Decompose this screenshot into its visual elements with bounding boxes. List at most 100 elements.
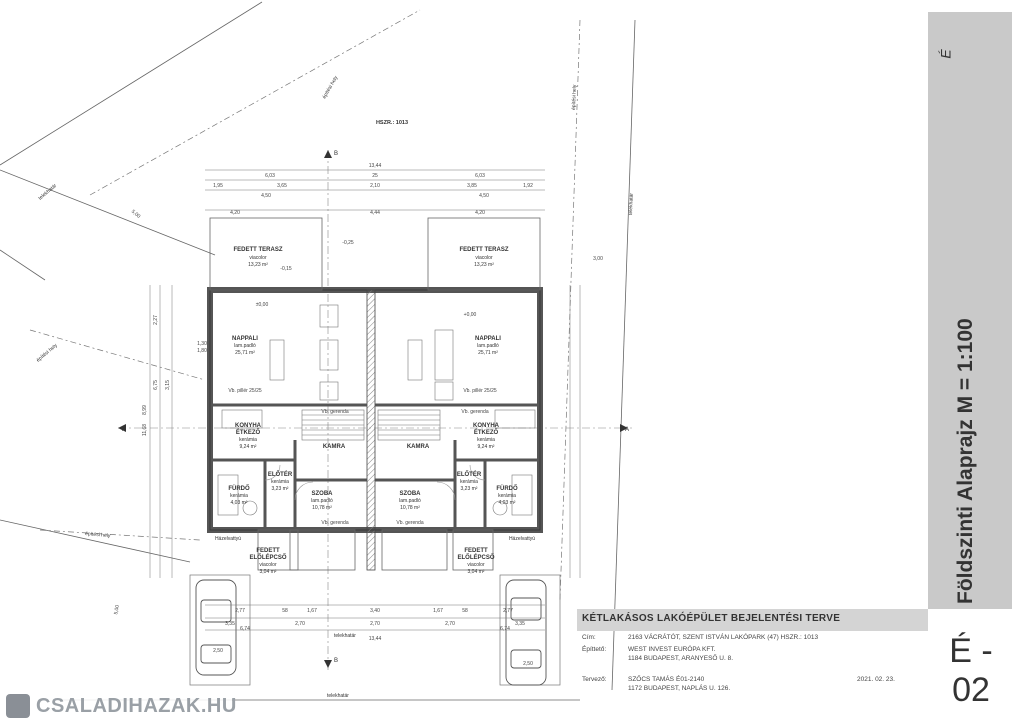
svg-text:3,15: 3,15 — [165, 380, 171, 390]
svg-text:3,23 m²: 3,23 m² — [461, 486, 478, 492]
svg-text:2,70: 2,70 — [445, 621, 455, 627]
svg-text:25,71 m²: 25,71 m² — [235, 350, 255, 356]
svg-text:1,92: 1,92 — [523, 183, 533, 189]
svg-text:viacolor: viacolor — [475, 255, 493, 261]
svg-text:58: 58 — [282, 608, 288, 614]
hall-left-name: ELŐTÉR — [268, 470, 293, 478]
svg-text:Vb. gerenda: Vb. gerenda — [461, 409, 488, 415]
svg-text:3,23 m²: 3,23 m² — [272, 486, 289, 492]
title-block-band — [577, 609, 928, 631]
svg-text:9,24 m²: 9,24 m² — [240, 444, 257, 450]
site-labels: HSZR.: 1013 telekhatár építési hely épít… — [35, 75, 634, 699]
kitchen-left-name: KONYHA — [235, 423, 262, 429]
svg-text:2,70: 2,70 — [295, 621, 305, 627]
svg-text:58: 58 — [462, 608, 468, 614]
dim-total-bottom: 13,44 — [369, 636, 382, 642]
room-right-name: SZOBA — [400, 491, 422, 497]
designer-name: SZŐCS TAMÁS — [628, 676, 674, 683]
pantry-left-name: KAMRA — [323, 444, 346, 450]
svg-text:4,20: 4,20 — [230, 210, 240, 216]
entry-canopies — [257, 529, 494, 571]
svg-text:6,74: 6,74 — [240, 626, 250, 632]
svg-text:kerámia: kerámia — [230, 493, 248, 499]
dimension-texts: 13,44 6,03 25 6,03 1,95 3,65 2,10 3,85 1… — [113, 163, 603, 667]
watermark-logo: CSALADIHAZAK.HU — [0, 689, 236, 724]
svg-text:-0,15: -0,15 — [280, 266, 292, 272]
boundary-line-w2 — [0, 169, 216, 256]
svg-text:6,03: 6,03 — [475, 173, 485, 179]
terrace-left-name: FEDETT TERASZ — [234, 247, 283, 253]
house-icon — [6, 694, 30, 718]
building-zone-sw — [39, 529, 201, 541]
north-letter: É — [937, 49, 954, 59]
section-arrows — [118, 150, 628, 668]
svg-text:2,10: 2,10 — [370, 183, 380, 189]
building-zone-w — [29, 329, 206, 381]
plan-date: 2021. 02. 23. — [857, 676, 895, 683]
address-label: Cím: — [582, 634, 596, 641]
svg-text:11,68: 11,68 — [142, 424, 148, 436]
svg-text:4,20: 4,20 — [475, 210, 485, 216]
svg-text:6,74: 6,74 — [500, 626, 510, 632]
svg-text:ELŐLÉPCSŐ: ELŐLÉPCSŐ — [457, 553, 494, 561]
svg-text:10,78 m²: 10,78 m² — [400, 505, 420, 511]
kitchen-right-name: KONYHA — [473, 423, 500, 429]
watermark-text: CSALADIHAZAK.HU — [36, 695, 237, 717]
dim-total-top: 13,44 — [369, 163, 382, 169]
sheet-title: Földszinti Alaprajz M = 1:100 — [954, 318, 977, 604]
svg-text:4,50: 4,50 — [261, 193, 271, 199]
boundary-line-w — [0, 249, 46, 281]
svg-text:2,77: 2,77 — [235, 608, 245, 614]
svg-text:Vb. gerenda: Vb. gerenda — [321, 520, 348, 526]
building-zone-label-right: építési hely — [571, 84, 578, 110]
address-value: 2163 VÁCRÁTÓT, SZENT ISTVÁN LAKÓPARK (47… — [628, 634, 819, 641]
svg-text:Vb. pillér 25/25: Vb. pillér 25/25 — [463, 388, 497, 394]
building-zone-label-sw: építési hely — [85, 531, 111, 539]
svg-text:3,04 m²: 3,04 m² — [468, 569, 485, 575]
svg-text:viacolor: viacolor — [467, 562, 485, 568]
builder-name: WEST INVEST EURÓPA KFT. — [628, 646, 716, 653]
svg-text:3,85: 3,85 — [467, 183, 477, 189]
svg-text:13,23 m²: 13,23 m² — [248, 262, 268, 268]
entry-left-name: FEDETT — [256, 548, 280, 554]
svg-text:3,35: 3,35 — [225, 621, 235, 627]
section-b-bottom: B — [334, 658, 338, 664]
svg-text:lam.padló: lam.padló — [311, 498, 333, 504]
section-b-top: B — [334, 151, 338, 157]
svg-text:4,50: 4,50 — [479, 193, 489, 199]
living-left-name: NAPPALI — [232, 336, 258, 342]
svg-text:1,67: 1,67 — [307, 608, 317, 614]
svg-text:kerámia: kerámia — [460, 479, 478, 485]
svg-text:Vb. gerenda: Vb. gerenda — [321, 409, 348, 415]
svg-text:ELŐLÉPCSŐ: ELŐLÉPCSŐ — [249, 553, 286, 561]
svg-text:3,40: 3,40 — [370, 608, 380, 614]
svg-text:1,95: 1,95 — [213, 183, 223, 189]
living-right-name: NAPPALI — [475, 336, 501, 342]
interior-walls — [213, 403, 537, 527]
builder-address: 1184 BUDAPEST, ARANYESŐ U. 8. — [628, 655, 734, 662]
svg-text:kerámia: kerámia — [271, 479, 289, 485]
hall-right-name: ELŐTÉR — [457, 470, 482, 478]
svg-text:kerámia: kerámia — [477, 437, 495, 443]
svg-text:lam.padló: lam.padló — [399, 498, 421, 504]
dimension-lines — [149, 169, 581, 631]
svg-text:8,99: 8,99 — [142, 405, 148, 415]
svg-text:2,70: 2,70 — [370, 621, 380, 627]
svg-text:6,75: 6,75 — [153, 380, 159, 390]
terrace-right-name: FEDETT TERASZ — [460, 247, 509, 253]
svg-text:-0,25: -0,25 — [342, 240, 354, 246]
bottom-boundary-label: telekhatár — [334, 633, 356, 639]
building-zone-label-w: építési hely — [35, 342, 59, 363]
svg-text:lam.padló: lam.padló — [234, 343, 256, 349]
svg-text:5,00: 5,00 — [113, 604, 121, 615]
svg-text:2,77: 2,77 — [503, 608, 513, 614]
svg-text:kerámia: kerámia — [239, 437, 257, 443]
sheet-number-box — [928, 609, 1012, 697]
builder-label: Építtető: — [582, 646, 607, 653]
boundary-label-s: telekhatár — [327, 693, 349, 699]
svg-text:ÉTKEZŐ: ÉTKEZŐ — [236, 428, 261, 436]
svg-text:+0,00: +0,00 — [464, 312, 477, 318]
boundary-label-e: telekhatár — [628, 193, 635, 215]
sheet-number: É - 02 — [949, 632, 993, 709]
svg-text:4,03 m²: 4,03 m² — [231, 500, 248, 506]
